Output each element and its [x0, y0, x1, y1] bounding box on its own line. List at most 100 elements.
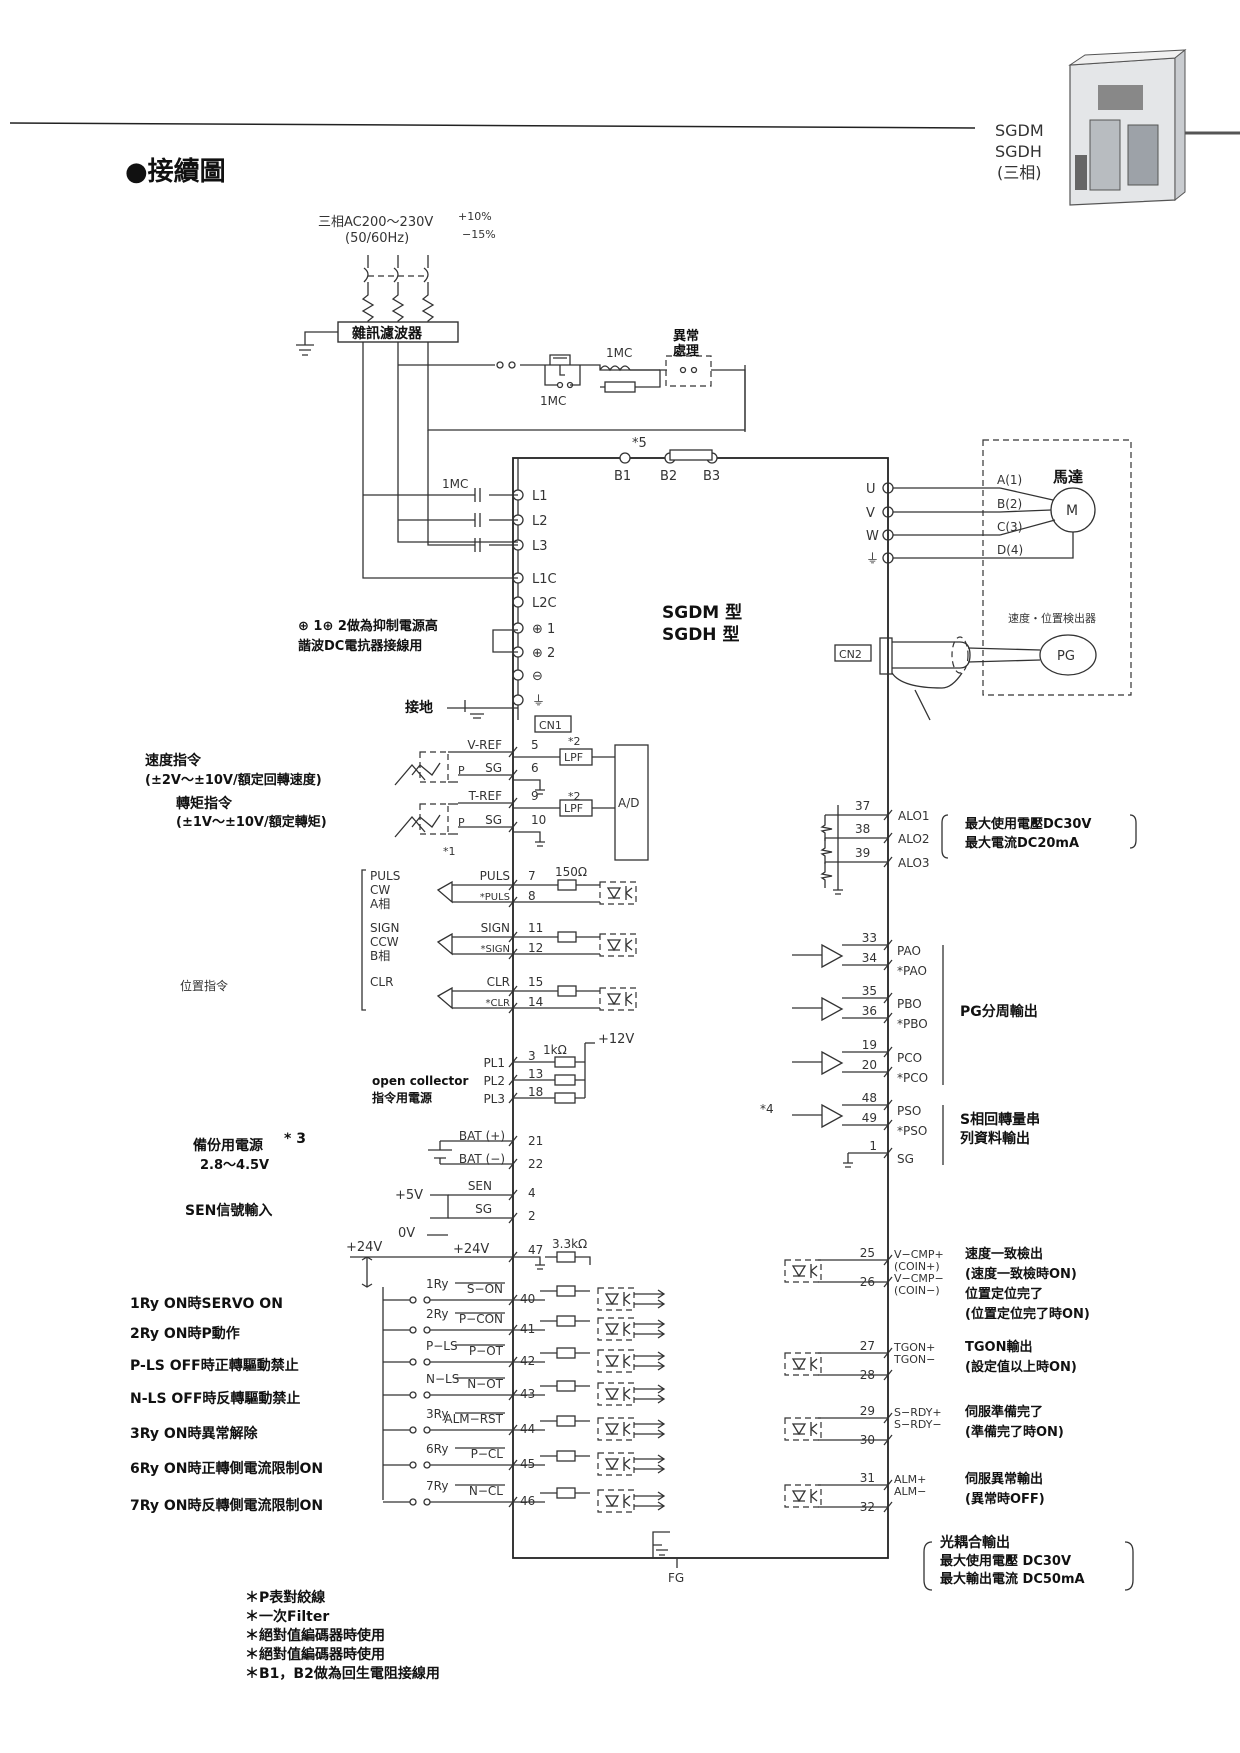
pl-resistor-label: 1kΩ — [543, 1043, 567, 1057]
dout-name-0-1: (COIN+) — [894, 1260, 940, 1273]
pg-line-driver-2 — [792, 1050, 848, 1076]
analog-pin-0: 5 — [531, 738, 539, 752]
pos-neg-0: *PULS — [480, 892, 510, 903]
twisted-pair-1 — [419, 803, 449, 835]
position-cmd-label: 位置指令 — [180, 978, 228, 993]
pg-output-group: 33PAO34*PAO35PBO36*PBO19PCO20*PCO48PSO49… — [792, 931, 928, 1168]
alo-name-1: ALO2 — [898, 832, 930, 846]
input-contact-a-4 — [409, 1426, 417, 1434]
cn2-label: CN2 — [839, 648, 862, 661]
input-opto-6 — [597, 1489, 635, 1513]
sen-pin-0: 4 — [528, 1186, 536, 1200]
supply-freq: (50/60Hz) — [345, 231, 409, 246]
pos-left-0-0: PULS — [370, 869, 400, 883]
terminal-5 — [512, 622, 524, 634]
footnote-3: ＊絕對值編碼器時使用 — [245, 1627, 385, 1644]
pgo-name-2: PBO — [897, 997, 922, 1011]
s-phase-2: 列資料輸出 — [960, 1130, 1030, 1147]
pos-resistor-1 — [557, 931, 577, 943]
input-p24-pin: 47 — [528, 1243, 543, 1257]
pos-pin-0: 7 — [528, 869, 536, 883]
input-resistor: 3.3kΩ — [552, 1237, 587, 1251]
pos-negpin-1: 12 — [528, 941, 543, 955]
pos-left-1-1: CCW — [370, 935, 399, 949]
dout-name-0-0: V−CMP+ — [894, 1248, 944, 1261]
terminal-label-0: L1 — [532, 489, 548, 504]
dout-name-1-0: TGON+ — [893, 1341, 935, 1354]
abnormal-box — [665, 355, 712, 387]
terminal-8 — [512, 694, 524, 706]
dout-name-2-1: S−RDY− — [894, 1418, 942, 1431]
motor-symbol — [1050, 487, 1096, 533]
supply-tol-plus: +10% — [458, 210, 492, 223]
analog-signal-2: T-REF — [468, 789, 502, 803]
input-signal-3: N−OT — [467, 1377, 503, 1391]
model-tag-3: (三相) — [997, 163, 1042, 182]
input-p24: +24V — [453, 1242, 489, 1257]
terminal-7 — [512, 669, 524, 681]
input-desc-4: 3Ry ON時異常解除 — [130, 1425, 259, 1442]
pos-driver-2 — [436, 986, 453, 1010]
regen-terminals — [619, 449, 718, 464]
dout-desc-0-1: (速度一致檢時ON) — [965, 1266, 1077, 1282]
encoder-label: 速度・位置検出器 — [1008, 611, 1096, 625]
input-relay-4: 3Ry — [426, 1407, 448, 1421]
footnotes: ＊P表對絞線 ＊一次Filter ＊絕對值編碼器時使用 ＊絕對值編碼器時使用 ＊… — [245, 1589, 440, 1682]
alarm-out-desc-2: 最大電流DC20mA — [965, 835, 1079, 851]
pos-negpin-2: 14 — [528, 995, 543, 1009]
bat-pin-1: 22 — [528, 1157, 543, 1171]
position-input-group: PULSCWA相PULS*PULS78SIGNCCWB相SIGN*SIGN111… — [370, 865, 637, 1106]
torque-cmd-range: (±1V～±10V/額定轉矩) — [176, 814, 327, 830]
input-res-2 — [556, 1347, 576, 1359]
pg-note4: *4 — [760, 1102, 774, 1116]
alo-name-0: ALO1 — [898, 809, 930, 823]
dout-desc-0-3: (位置定位完了時ON) — [965, 1306, 1090, 1322]
pos-pin-2: 15 — [528, 975, 543, 989]
input-signal-0: S−ON — [467, 1282, 503, 1296]
motor-dashed-box — [982, 439, 1132, 696]
pgo-name-3: *PBO — [897, 1017, 928, 1031]
pgo-pin-7: 49 — [862, 1111, 877, 1125]
supply-label: 三相AC200～230V — [318, 215, 433, 230]
input-pin-4: 44 — [520, 1422, 535, 1436]
pg-line-driver-1 — [792, 996, 848, 1022]
input-contact-a-3 — [409, 1391, 417, 1399]
input-pin-6: 46 — [520, 1494, 535, 1508]
ground-label: 接地 — [405, 699, 433, 716]
open-collector-2: 指令用電源 — [372, 1090, 432, 1105]
analog-signal-3: SG — [485, 813, 502, 827]
pgo-pin-8: 1 — [869, 1139, 877, 1153]
pl-res-1 — [554, 1074, 576, 1086]
servo-drive-photo — [1068, 48, 1187, 206]
bat-pin-name-1: BAT (−) — [459, 1152, 505, 1166]
ad-label: A/D — [618, 796, 640, 810]
input-contact-a-1 — [409, 1326, 417, 1334]
lpf-label-0: LPF — [564, 751, 583, 764]
regen-note: *5 — [632, 436, 647, 451]
terminal-label-4: L2C — [532, 596, 557, 611]
opto-line-2: 最大使用電壓 DC30V — [940, 1553, 1071, 1569]
input-contact-a-6 — [409, 1498, 417, 1506]
ad-converter — [614, 744, 649, 861]
input-relay-0: 1Ry — [426, 1277, 448, 1291]
motor-terminal-label-1: V — [866, 506, 875, 521]
digital-output-group: 2526V−CMP+(COIN+)V−CMP−(COIN−)速度一致檢出(速度一… — [784, 1246, 1090, 1514]
pgo-pin-0: 33 — [862, 931, 877, 945]
analog-pin-2: 9 — [531, 789, 539, 803]
sen-label: SEN信號輸入 — [185, 1202, 272, 1219]
input-opto-0 — [597, 1287, 635, 1311]
mc-coil — [604, 381, 636, 393]
input-p24-left: +24V — [346, 1240, 382, 1255]
pos-left-1-2: B相 — [370, 949, 390, 963]
motor-phase-1: B(2) — [997, 497, 1022, 511]
regen-b2: B2 — [660, 469, 677, 484]
s-phase-1: S相回轉量串 — [960, 1111, 1040, 1128]
input-signal-1: P−CON — [459, 1312, 503, 1326]
input-desc-0: 1Ry ON時SERVO ON — [130, 1295, 283, 1312]
terminal-label-5: ⊕ 1 — [532, 622, 555, 637]
pgo-pin-2: 35 — [862, 984, 877, 998]
mc-label: 1MC — [606, 346, 632, 360]
driver-model-1: SGDM 型 — [662, 602, 742, 623]
dout-desc-0-2: 位置定位完了 — [965, 1286, 1043, 1302]
